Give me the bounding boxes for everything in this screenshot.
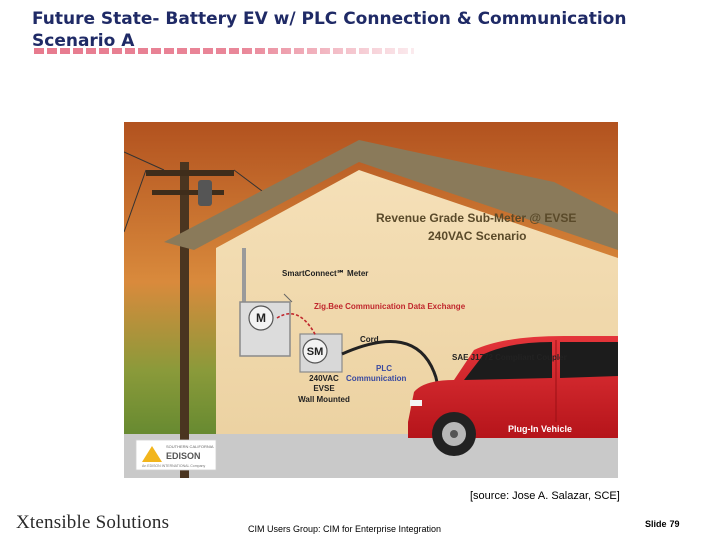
logo-sub-text: An EDISON INTERNATIONAL Company xyxy=(142,464,205,468)
cord-label: Cord xyxy=(360,335,379,344)
coupler-label: SAE J1772 Compliant Coupler xyxy=(452,353,567,362)
smartconnect-meter-box: M xyxy=(239,301,291,357)
slide-label: Slide xyxy=(645,519,667,529)
evse-label-line-2: EVSE xyxy=(313,384,335,393)
meter-pointer xyxy=(283,293,293,303)
plc-label-line-1: PLC xyxy=(376,364,392,373)
source-citation: [source: Jose A. Salazar, SCE] xyxy=(470,490,620,502)
sun-icon xyxy=(142,446,162,462)
zigbee-label: Zig.Bee Communication Data Exchange xyxy=(314,302,466,311)
ev-connection-diagram: M SM Revenue Grade Sub-Meter @ EVSE 240V… xyxy=(124,122,618,478)
meter-label-m: M xyxy=(256,311,266,325)
logo-main-text: EDISON xyxy=(166,451,201,461)
title-line-2: Scenario A xyxy=(32,31,135,51)
zigbee-link-arrow xyxy=(276,313,317,337)
plc-label-line-2: Communication xyxy=(346,374,407,383)
evse-unit: SM xyxy=(299,333,343,373)
title-line-1: Future State- Battery EV w/ PLC Connecti… xyxy=(32,9,627,29)
meter-label-sm: SM xyxy=(307,346,324,358)
footer-text: CIM Users Group: CIM for Enterprise Inte… xyxy=(248,524,442,534)
logo-small-text: SOUTHERN CALIFORNIA xyxy=(166,444,214,449)
title-underline xyxy=(34,48,414,54)
edison-logo: SOUTHERN CALIFORNIA EDISON An EDISON INT… xyxy=(135,439,217,471)
evse-label-line-1: 240VAC xyxy=(309,374,339,383)
brand-logo: Xtensible Solutions xyxy=(16,512,170,533)
slide-number-value: 79 xyxy=(669,519,680,529)
diagram-heading-line-1: Revenue Grade Sub-Meter @ EVSE xyxy=(376,211,576,225)
slide-title: Future State- Battery EV w/ PLC Connecti… xyxy=(32,8,626,52)
vehicle-label: Plug-In Vehicle xyxy=(508,424,572,434)
diagram-heading-line-2: 240VAC Scenario xyxy=(428,229,527,243)
plug-in-vehicle xyxy=(408,336,618,456)
utility-pole xyxy=(124,151,275,478)
smartconnect-meter-label: SmartConnect℠ Meter xyxy=(282,269,368,278)
evse-label-line-3: Wall Mounted xyxy=(298,395,350,404)
